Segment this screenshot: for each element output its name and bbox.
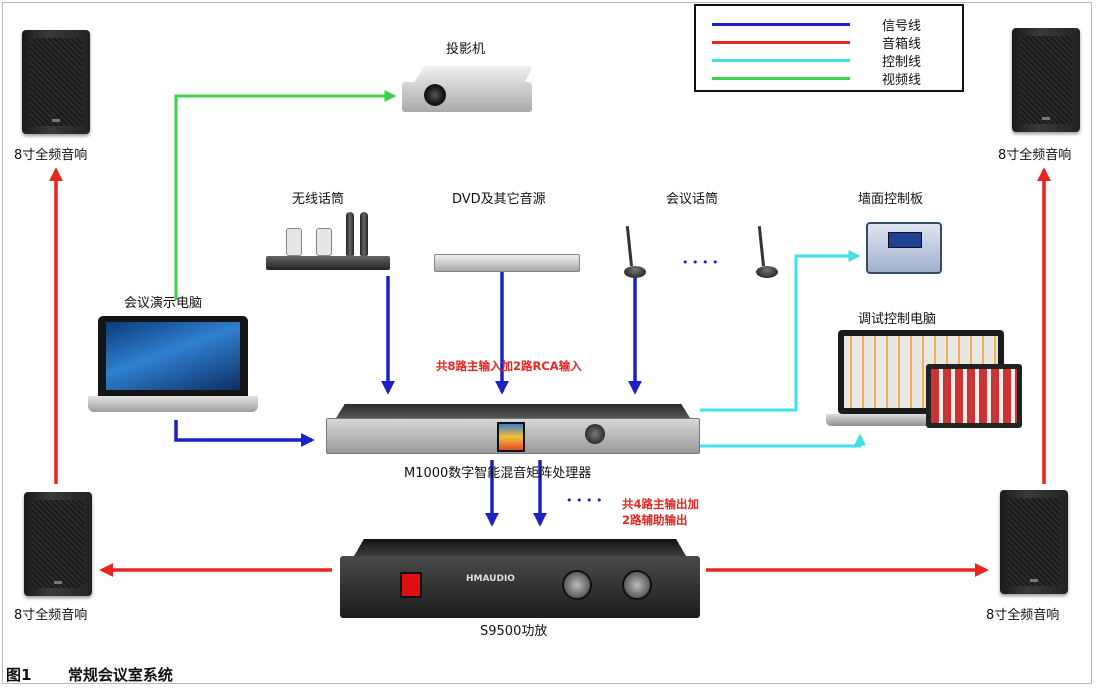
volume-knob-left-icon xyxy=(562,570,592,600)
input-note: 共8路主输入加2路RCA输入 xyxy=(436,359,582,373)
video-line xyxy=(174,90,397,300)
legend-item-video: 视频线 xyxy=(712,70,952,88)
conference-mic-dots: • • • • xyxy=(682,256,719,269)
dvd-label: DVD及其它音源 xyxy=(452,192,546,207)
speaker-top-left xyxy=(22,30,90,134)
wall-panel-label: 墙面控制板 xyxy=(858,192,924,207)
projector-label: 投影机 xyxy=(446,42,486,57)
laptop-screen xyxy=(98,316,248,396)
output-note-line2: 2路辅助输出 xyxy=(622,513,688,527)
legend-item-control: 控制线 xyxy=(712,52,952,70)
legend-item-speaker: 音箱线 xyxy=(712,34,952,52)
control-line-wallpanel xyxy=(700,250,861,412)
amplifier-label: S9500功放 xyxy=(480,624,548,639)
figure-caption: 图1 常规会议室系统 xyxy=(6,664,173,685)
processor-display xyxy=(497,422,525,452)
wireless-mic-system xyxy=(266,208,390,274)
legend-swatch-signal xyxy=(712,23,850,26)
wireless-receiver xyxy=(266,256,390,270)
power-switch-icon xyxy=(400,572,422,598)
legend-swatch-speaker xyxy=(712,41,850,44)
speaker-label-bottom-right: 8寸全频音响 xyxy=(986,608,1060,623)
amplifier-brand: HMAUDIO xyxy=(466,574,515,584)
presentation-laptop xyxy=(88,316,258,414)
presentation-pc-label: 会议演示电脑 xyxy=(124,296,203,311)
m1000-processor xyxy=(326,400,700,456)
control-pc xyxy=(826,330,1022,434)
control-pc-label: 调试控制电脑 xyxy=(858,312,937,327)
conference-mic-2 xyxy=(756,226,782,278)
legend-label-signal: 信号线 xyxy=(882,19,922,34)
speaker-label-top-right: 8寸全频音响 xyxy=(998,148,1072,163)
wall-control-panel xyxy=(866,222,942,274)
handheld-mic-2 xyxy=(360,212,368,256)
output-dots: • • • • xyxy=(566,494,603,507)
bodypack-transmitter-1 xyxy=(286,228,302,256)
amplifier-top xyxy=(354,539,686,556)
legend-swatch-video xyxy=(712,77,850,80)
speaker-top-right xyxy=(1012,28,1080,132)
output-note-line1: 共4路主输出加 xyxy=(622,497,700,511)
wireless-mic-label: 无线话筒 xyxy=(292,192,345,207)
speaker-label-bottom-left: 8寸全频音响 xyxy=(14,608,88,623)
figure-title: 常规会议室系统 xyxy=(67,666,173,684)
processor-top xyxy=(336,403,690,418)
processor-knob-icon xyxy=(585,424,605,444)
signal-line-pc xyxy=(174,420,315,447)
laptop-keyboard xyxy=(88,396,258,412)
amplifier-front-panel: HMAUDIO xyxy=(340,556,700,618)
speaker-bottom-left xyxy=(24,492,92,596)
volume-knob-right-icon xyxy=(622,570,652,600)
processor-label: M1000数字智能混音矩阵处理器 xyxy=(404,466,592,481)
processor-front-panel xyxy=(326,418,700,454)
s9500-amplifier: HMAUDIO xyxy=(340,534,700,620)
legend: 信号线 音箱线 控制线 视频线 xyxy=(694,4,964,92)
control-pc-tablet xyxy=(926,364,1022,428)
legend-item-signal: 信号线 xyxy=(712,16,952,34)
legend-label-control: 控制线 xyxy=(882,55,922,70)
speaker-label-top-left: 8寸全频音响 xyxy=(14,148,88,163)
control-line-pc xyxy=(700,433,866,448)
bodypack-transmitter-2 xyxy=(316,228,332,256)
handheld-mic-1 xyxy=(346,212,354,256)
legend-swatch-control xyxy=(712,59,850,62)
figure-number: 图1 xyxy=(6,666,32,684)
conference-mic-1 xyxy=(624,226,650,278)
dvd-player xyxy=(434,254,580,272)
conference-mic-label: 会议话筒 xyxy=(666,192,719,207)
legend-label-speaker: 音箱线 xyxy=(882,37,922,52)
speaker-bottom-right xyxy=(1000,490,1068,594)
projector-body xyxy=(402,82,532,112)
projector xyxy=(398,66,538,120)
projector-lens-icon xyxy=(424,84,446,106)
legend-label-video: 视频线 xyxy=(882,73,922,88)
